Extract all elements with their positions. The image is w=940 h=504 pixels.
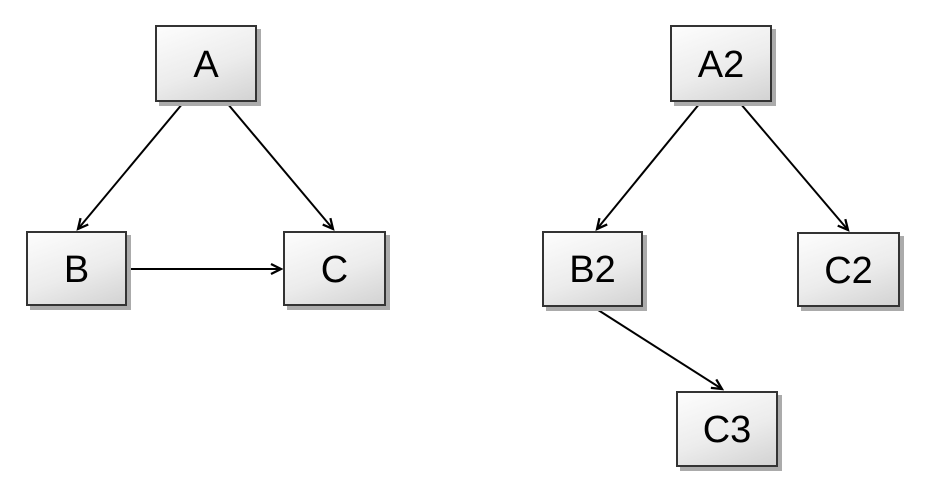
node-C2: C2 <box>797 232 900 307</box>
edge-group <box>78 102 848 389</box>
node-C: C <box>283 231 386 306</box>
edge-A-B <box>78 102 184 229</box>
node-B2: B2 <box>542 231 643 307</box>
node-C3: C3 <box>676 391 778 467</box>
edge-A2-C2 <box>739 102 848 230</box>
node-label: B2 <box>569 249 616 291</box>
node-A: A <box>155 25 257 102</box>
node-B: B <box>26 231 127 306</box>
node-label: B <box>63 248 90 291</box>
edge-A-C <box>226 102 333 229</box>
node-A2: A2 <box>670 25 772 102</box>
node-label: A <box>193 43 219 86</box>
node-label: C3 <box>702 409 752 451</box>
edge-A2-B2 <box>597 102 701 229</box>
node-label: A2 <box>697 43 745 86</box>
node-label: C2 <box>824 249 873 292</box>
edge-B2-C3 <box>594 307 722 389</box>
node-label: C <box>320 248 349 291</box>
